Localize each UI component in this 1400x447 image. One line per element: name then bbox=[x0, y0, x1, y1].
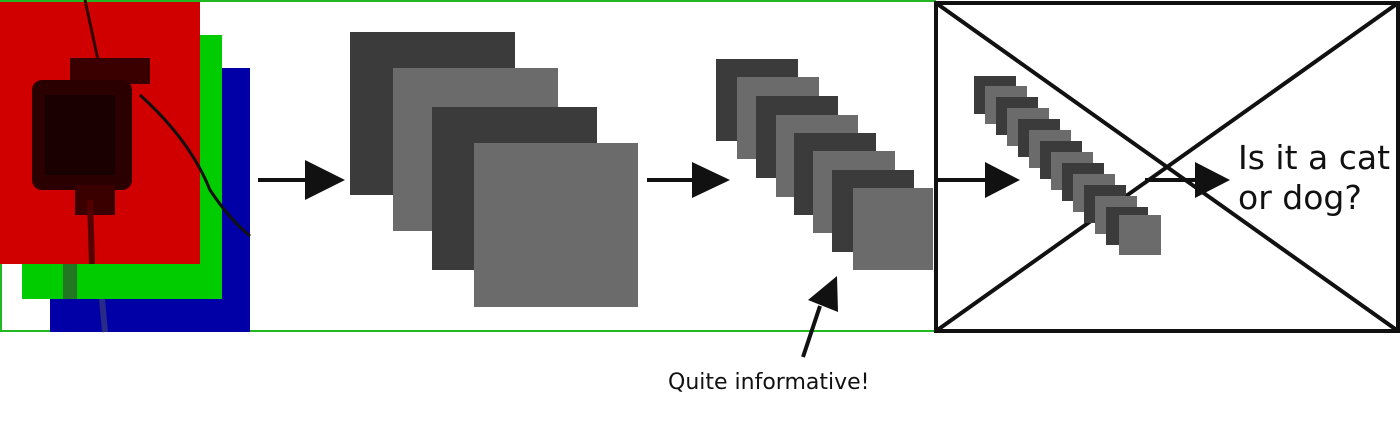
question-line-1: Is it a cat bbox=[1238, 138, 1391, 177]
right-arrow-icon bbox=[258, 160, 345, 200]
up-arrow-icon bbox=[801, 276, 838, 358]
feature-map bbox=[1119, 215, 1161, 255]
cross-out-icon bbox=[934, 1, 1400, 333]
question-line-2: or dog? bbox=[1238, 178, 1362, 217]
feature-maps-layer-3 bbox=[974, 76, 1161, 255]
callout-label: Quite informative! bbox=[668, 370, 870, 395]
feature-map bbox=[853, 188, 933, 270]
right-arrow-icon bbox=[647, 162, 730, 198]
input-image-stack bbox=[0, 0, 251, 333]
input-photo bbox=[32, 0, 251, 333]
right-arrow-icon bbox=[936, 162, 1020, 198]
feature-maps-layer-1 bbox=[350, 32, 638, 307]
classifier-frame bbox=[934, 1, 1400, 333]
classification-question: Is it a cat or dog? bbox=[1238, 138, 1390, 218]
feature-map bbox=[474, 143, 638, 307]
right-arrow-icon bbox=[1145, 162, 1230, 198]
feature-maps-layer-2 bbox=[716, 59, 933, 270]
